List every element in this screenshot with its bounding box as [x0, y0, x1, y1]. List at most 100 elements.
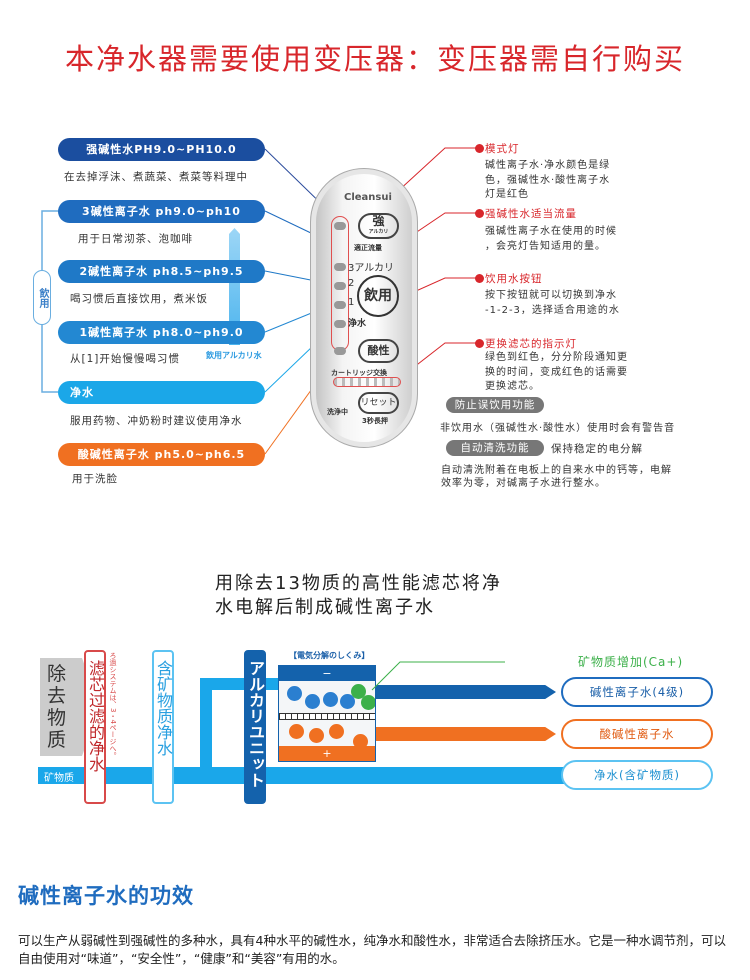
led-purified: [334, 320, 346, 328]
benefits-heading: 碱性离子水的功效: [18, 884, 194, 908]
annotation-drink-desc: 按下按钮就可以切换到净水 -1-2-3，选择适合用途的水: [485, 289, 620, 318]
reset-sub-label: 3秒長押: [362, 417, 388, 425]
desc-line: -1-2-3，选择适合用途的水: [485, 304, 620, 316]
mineral-water-box: 含矿物质净水: [152, 650, 174, 804]
filter-note: ろ過システムは、3・4ページへ。: [109, 652, 117, 759]
benefits-paragraph: 可以生产从弱碱性到强碱性的多种水，具有4种水平的碱性水，纯净水和酸性水，非常适合…: [18, 933, 726, 966]
membrane: [279, 713, 375, 720]
oh-ion: [323, 692, 338, 707]
minerals-label: 矿物质: [44, 773, 74, 784]
desc-line: 强碱性离子水在使用的时候: [485, 226, 617, 237]
annotation-mode-title: 模式灯: [485, 143, 520, 155]
led-acid: [334, 347, 346, 355]
desc-line: 换的时间，变成红色的话需要: [485, 366, 628, 378]
desc-line: ，会亮灯告知适用的量。: [485, 240, 606, 252]
level-2-label: 2: [348, 278, 355, 289]
ca-ion: [351, 684, 366, 699]
filtered-water-box: 滤芯过滤的净水: [84, 650, 106, 804]
washing-label: 洗浄中: [327, 408, 348, 416]
flow-label: 適正流量: [354, 244, 382, 252]
desc-line: 绿色到红色，分分阶段通知更: [485, 352, 628, 363]
mineral-callout-line: [371, 661, 505, 691]
drinking-arrow-label: 飲用アルカリ水: [206, 351, 262, 360]
ca-ion: [361, 695, 375, 710]
drinking-bracket-label: 飲用: [33, 270, 51, 325]
mineral-add-label: 矿物质增加(Ca+): [578, 655, 684, 669]
pill-purified: 净水: [58, 381, 265, 404]
desc-line: 更换滤芯。: [485, 381, 540, 392]
anode-bar: +: [279, 746, 375, 761]
pipe-alkaline-out: [376, 685, 556, 699]
desc-line: 效率为零，对碱离子水进行整水。: [441, 478, 606, 489]
annotation-cartridge-desc: 绿色到红色，分分阶段通知更换的时间，变成红色的话需要更换滤芯。: [485, 351, 628, 395]
desc-line: 按下按钮就可以切换到净水: [485, 290, 617, 301]
pipe-acid-out: [376, 727, 556, 741]
pill-acidic: 酸碱性离子水 ph5.0~ph6.5: [58, 443, 265, 466]
led-2: [334, 282, 346, 290]
section2-title: 用除去13物质的高性能滤芯将净水电解后制成碱性离子水: [215, 572, 502, 620]
remove-substances-label: 除去物质: [47, 663, 67, 751]
page-title: 本净水器需要使用变压器：变压器需自行购买: [64, 42, 685, 76]
feature-autoclean-badge: 自动清洗功能: [446, 440, 544, 456]
led-strong: [334, 222, 346, 230]
annotation-dot: [475, 209, 484, 218]
title-line: 用除去13物质的高性能滤芯将净: [215, 573, 502, 594]
level-1-label: 1: [348, 297, 355, 308]
desc-alkaline-3: 用于日常沏茶、泡咖啡: [78, 233, 193, 245]
main-flow-pipe: [38, 767, 578, 784]
led-3: [334, 263, 346, 271]
feature-misdrink-badge: 防止误饮用功能: [446, 397, 544, 413]
desc-strong-alkaline: 在去掉浮沫、煮蔬菜、煮菜等料理中: [64, 171, 248, 183]
h-ion: [289, 724, 304, 739]
pill-alkaline-1: 1碱性离子水 ph8.0~ph9.0: [58, 321, 265, 344]
reset-button[interactable]: リセット: [358, 392, 399, 414]
electrolysis-cell: − +: [278, 665, 376, 762]
title-line: 水电解后制成碱性离子水: [215, 597, 435, 618]
pill-alkaline-3: 3碱性离子水 ph9.0~ph10: [58, 200, 265, 223]
annotation-mode-desc: 碱性离子水·净水颜色是绿色，强碱性水·酸性离子水灯是红色: [485, 159, 610, 203]
level-3-label: 3アルカリ: [348, 263, 394, 274]
annotation-cartridge-title: 更换滤芯的指示灯: [485, 338, 577, 350]
cartridge-indicator: [333, 377, 401, 387]
feature-autoclean-desc: 自动清洗附着在电板上的自来水中的钙等，电解效率为零，对碱离子水进行整水。: [441, 464, 672, 490]
desc-line: 灯是红色: [485, 189, 529, 200]
desc-purified: 服用药物、冲奶粉时建议使用净水: [70, 415, 243, 427]
oh-ion: [287, 686, 302, 701]
strong-button-label: 強: [372, 214, 385, 228]
branch-pipe: [200, 678, 212, 778]
desc-alkaline-2: 喝习惯后直接饮用，煮米饭: [70, 293, 208, 305]
plus-sign: +: [322, 747, 332, 760]
annotation-flow-title: 强碱性水适当流量: [485, 208, 577, 220]
desc-alkaline-1: 从[1]开始慢慢喝习惯: [70, 353, 180, 365]
output-purified: 净水(含矿物质): [561, 760, 713, 790]
desc-line: 碱性离子水·净水颜色是绿: [485, 160, 611, 171]
level-0-label: 浄水: [348, 319, 367, 329]
oh-ion: [305, 694, 320, 709]
strong-button-sub: アルカリ: [368, 229, 389, 235]
desc-line: 自动清洗附着在电板上的自来水中的钙等，电解: [441, 465, 672, 476]
led-1: [334, 301, 346, 309]
output-alkaline: 碱性离子水(4级): [561, 677, 713, 707]
desc-acidic: 用于洗脸: [72, 473, 118, 485]
device-brand: Cleansui: [344, 192, 392, 203]
drink-button[interactable]: 飲用: [357, 275, 399, 317]
pill-strong-alkaline: 强碱性水PH9.0~PH10.0: [58, 138, 265, 161]
strong-button[interactable]: 強アルカリ: [358, 213, 399, 239]
feature-autoclean-side: 保持稳定的电分解: [551, 443, 643, 455]
annotation-flow-desc: 强碱性离子水在使用的时候 ，会亮灯告知适用的量。: [485, 225, 617, 254]
alkaline-unit: アルカリユニット: [244, 650, 266, 804]
annotation-dot: [475, 339, 484, 348]
output-acid: 酸碱性离子水: [561, 719, 713, 749]
acid-button[interactable]: 酸性: [358, 339, 399, 363]
cathode-bar: −: [279, 666, 375, 681]
h-ion: [329, 724, 344, 739]
desc-line: 色，强碱性水·酸性离子水: [485, 174, 611, 186]
mechanism-title: 【電気分解のしくみ】: [289, 651, 370, 660]
drinking-up-arrow: [229, 228, 240, 345]
annotation-dot: [475, 144, 484, 153]
oh-ion: [340, 694, 355, 709]
annotation-drink-title: 饮用水按钮: [485, 273, 543, 285]
cartridge-label: カートリッジ交換: [331, 369, 387, 377]
feature-misdrink-desc: 非饮用水（强碱性水·酸性水）使用时会有警告音: [440, 423, 676, 434]
pill-alkaline-2: 2碱性离子水 ph8.5~ph9.5: [58, 260, 265, 283]
